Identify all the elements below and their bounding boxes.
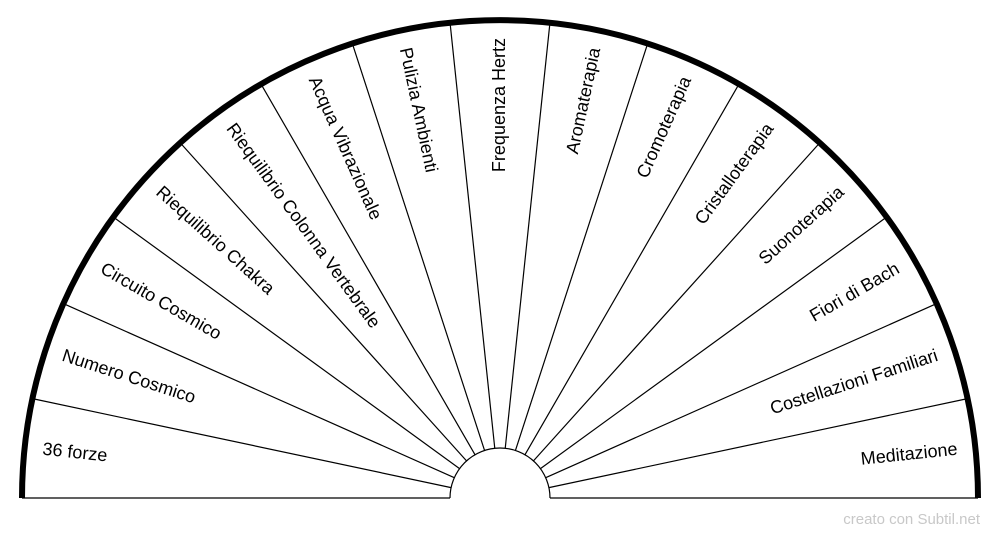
- sector-divider: [260, 83, 476, 455]
- sector-label: Cromoterapia: [632, 72, 695, 181]
- sector-label: Fiori di Bach: [806, 258, 903, 325]
- sector-divider: [504, 22, 551, 449]
- sector-label: Cristalloterapia: [691, 118, 778, 228]
- outer-arc: [19, 17, 981, 499]
- sector-label: Acqua Vibrazionale: [305, 73, 386, 223]
- sector-divider: [63, 303, 455, 479]
- sector-divider: [449, 22, 496, 449]
- sector-divider: [112, 216, 460, 470]
- sector-label: Circuito Cosmico: [97, 258, 225, 343]
- sector-label: Frequenza Hertz: [489, 38, 509, 172]
- sector-divider: [548, 398, 968, 489]
- sector-label: Pulizia Ambienti: [396, 46, 442, 174]
- credit-text: creato con Subtil.net: [843, 511, 980, 528]
- sector-divider: [179, 142, 467, 462]
- inner-arc: [449, 447, 551, 499]
- sector-label: Costellazioni Familiari: [768, 345, 941, 418]
- sector-label: Riequilibrio Chakra: [152, 182, 279, 299]
- sector-divider: [32, 398, 452, 489]
- sector-label: 36 forze: [42, 439, 109, 466]
- sector-divider: [524, 83, 740, 455]
- sector-divider: [514, 43, 649, 451]
- sector-divider: [351, 43, 486, 451]
- sector-divider: [533, 142, 821, 462]
- sector-label: Riequilibrio Colonna Vertebrale: [223, 119, 385, 332]
- sector-divider: [545, 303, 937, 479]
- sector-divider: [540, 216, 888, 470]
- sector-dividers: [22, 22, 978, 499]
- sector-label: Meditazione: [860, 439, 959, 469]
- sector-label: Aromaterapia: [562, 45, 604, 156]
